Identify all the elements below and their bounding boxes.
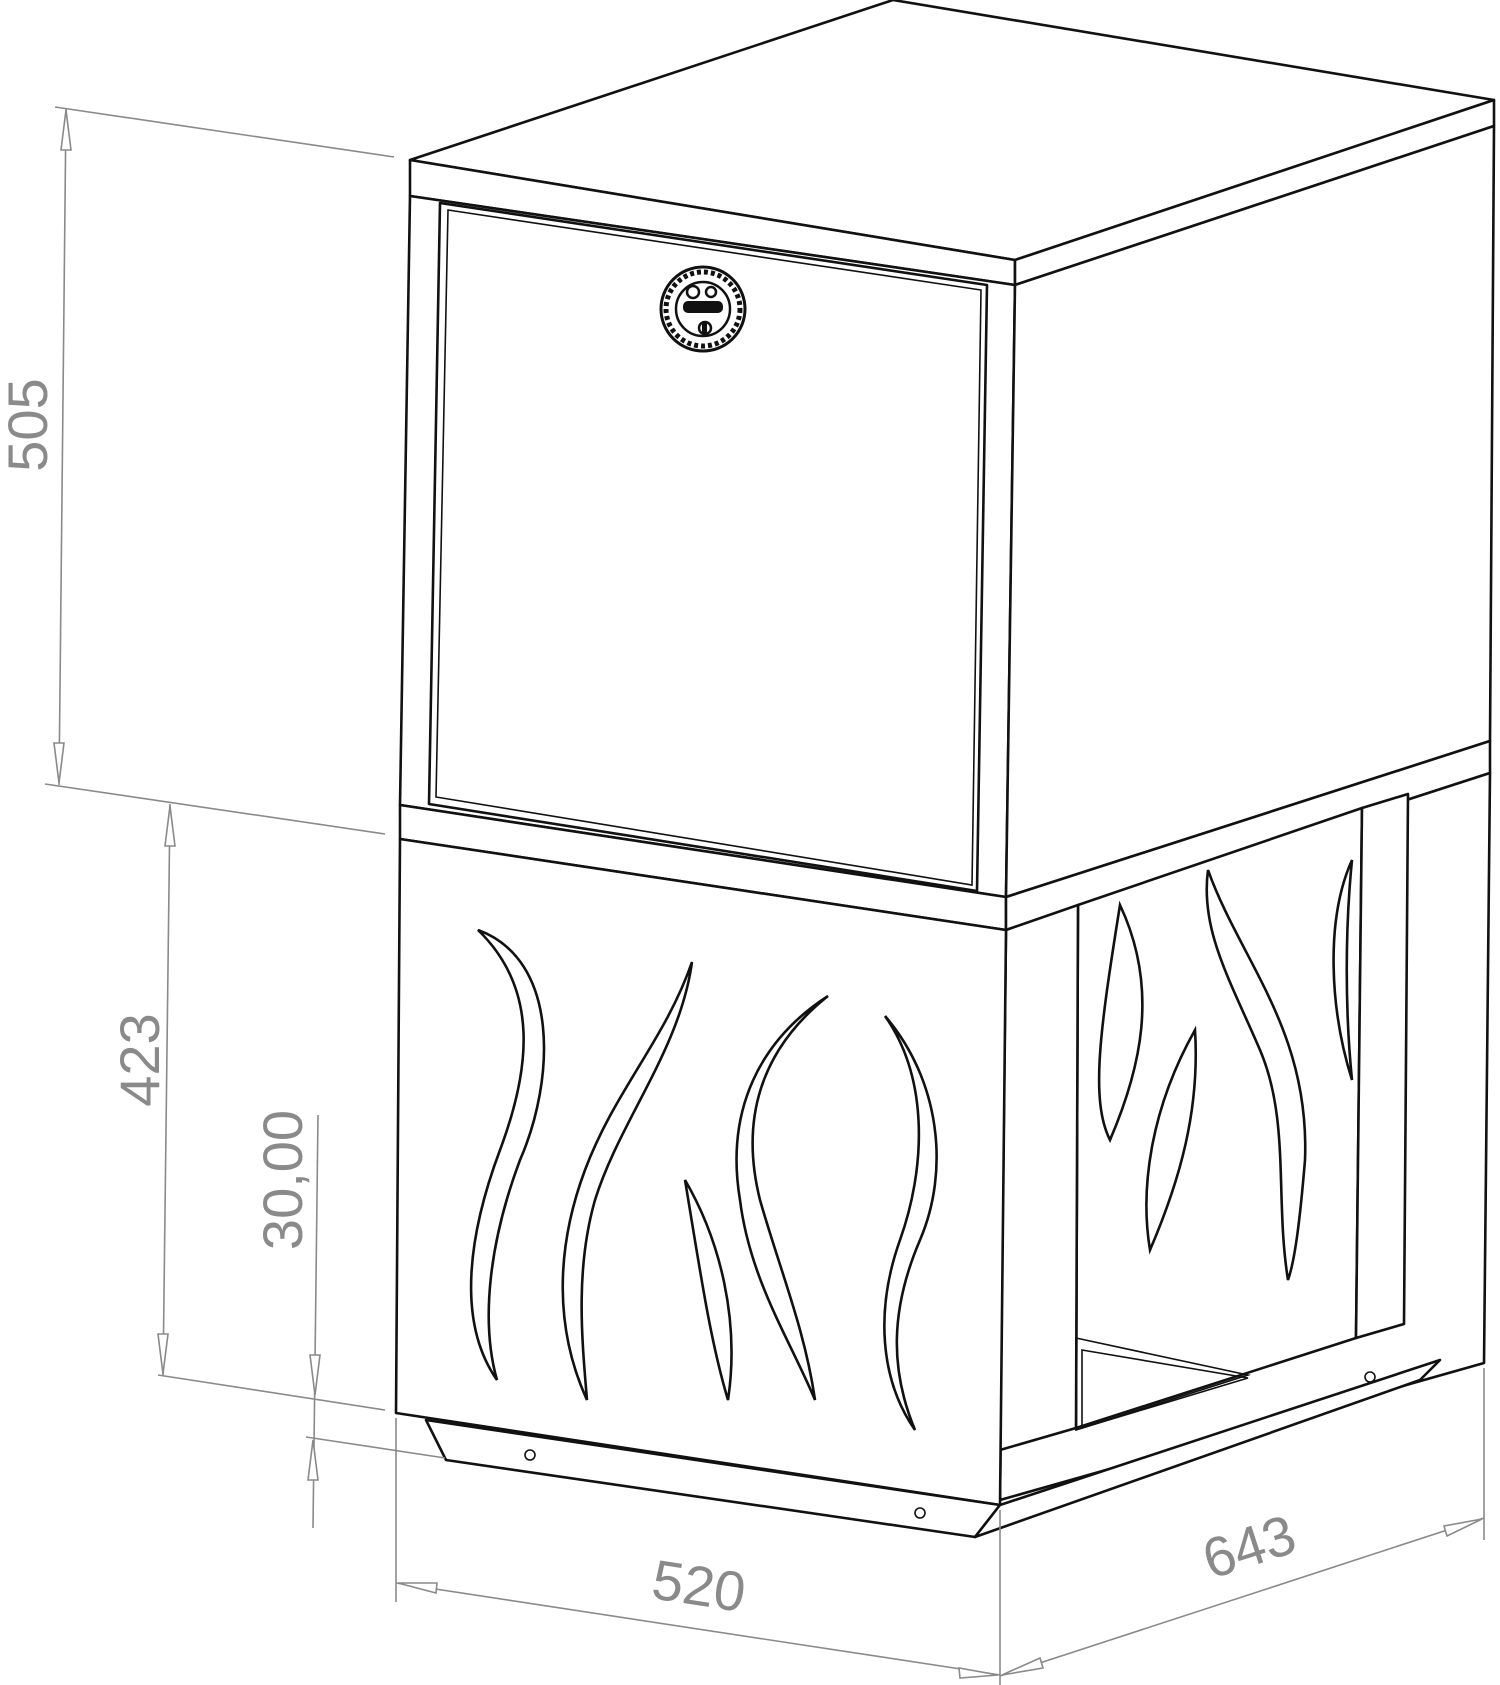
foot-hole	[914, 1507, 926, 1519]
dimension-label-upper-height: 505	[0, 378, 59, 471]
flame-cutout	[883, 1015, 938, 1431]
flame-cutouts-front	[469, 928, 938, 1431]
foot-plate-side	[973, 1358, 1442, 1539]
dimension-label-base-height: 423	[108, 1013, 171, 1106]
base-frame	[394, 771, 1492, 1539]
back-post-left	[998, 903, 1080, 1452]
base-floor	[1075, 1337, 1252, 1432]
dimension-foot-height: 30,00	[251, 1110, 446, 1529]
flame-cutout	[683, 1179, 733, 1401]
lock-icon[interactable]	[659, 265, 747, 353]
back-post-right	[1354, 792, 1410, 1340]
inner-floor-plate	[1081, 1349, 1249, 1430]
foot-hole	[524, 1449, 536, 1461]
dimension-base-height: 423	[108, 803, 386, 1411]
dimension-label-depth: 643	[1195, 1502, 1303, 1591]
foot-hole	[1364, 1371, 1376, 1383]
flame-cutout	[1145, 1025, 1198, 1255]
flame-cutout	[469, 928, 546, 1381]
dimension-upper-height: 505	[0, 106, 395, 835]
mailbox-door[interactable]	[427, 201, 989, 893]
middle-band	[398, 739, 1492, 932]
flame-cutout	[1097, 900, 1144, 1144]
flame-cutout	[561, 961, 694, 1401]
flame-cutout	[1332, 859, 1354, 1081]
flame-cutout	[735, 994, 829, 1401]
flame-cutout	[1205, 869, 1307, 1281]
door-inner-edge	[435, 209, 982, 886]
dimension-width: 520	[395, 1418, 1001, 1685]
flame-cutouts-side	[1097, 859, 1354, 1281]
dimension-depth: 643	[999, 1368, 1485, 1677]
dimension-label-foot-height: 30,00	[251, 1110, 314, 1250]
dimension-label-width: 520	[648, 1548, 750, 1624]
upper-box	[398, 0, 1496, 899]
